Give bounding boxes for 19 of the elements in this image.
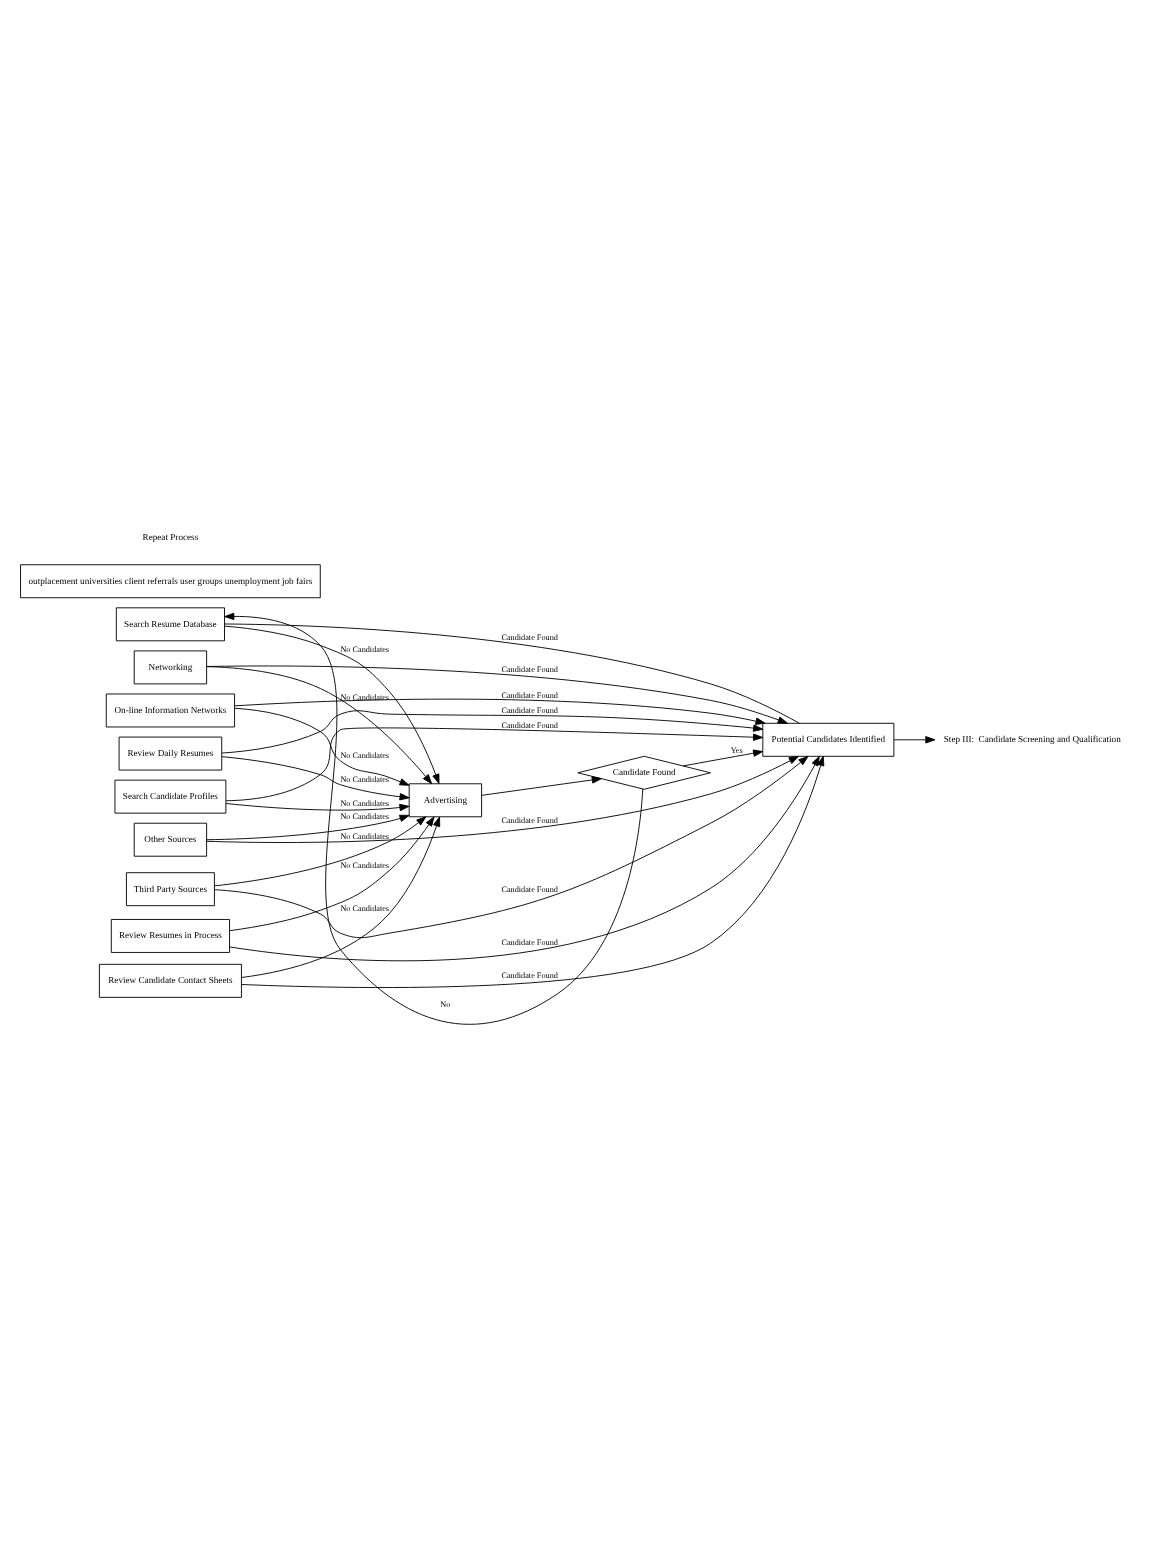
arrow	[481, 775, 602, 795]
arrow	[221, 755, 410, 800]
arrow	[682, 748, 764, 766]
arrow	[893, 735, 936, 743]
arrow	[206, 754, 799, 842]
arrow	[206, 664, 788, 723]
arrow	[224, 624, 440, 784]
arrow	[234, 706, 410, 785]
connector	[224, 622, 800, 723]
arrow	[225, 726, 764, 801]
arrow	[206, 813, 410, 840]
arrow	[224, 611, 644, 1024]
arrow	[241, 815, 441, 977]
arrow	[234, 697, 766, 724]
arrow	[206, 665, 433, 784]
arrow	[214, 815, 427, 886]
arrow	[225, 802, 410, 811]
arrow	[221, 709, 764, 753]
arrow	[229, 815, 435, 931]
